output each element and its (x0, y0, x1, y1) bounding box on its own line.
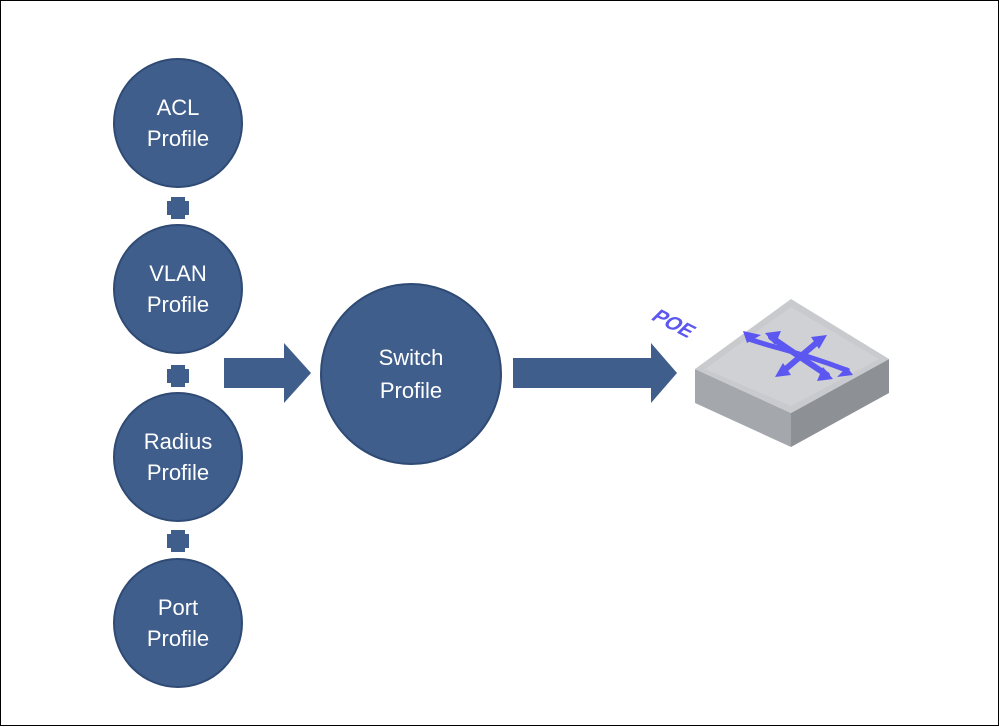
poe-switch-icon: POE (646, 299, 889, 447)
arrow-to-switch-profile (224, 343, 311, 403)
plus-icon (167, 530, 189, 552)
plus-icon (167, 197, 189, 219)
vlan-profile-node: VLAN Profile (113, 224, 243, 354)
switch-profile-node: Switch Profile (320, 283, 502, 465)
node-label-line1: ACL (156, 95, 200, 120)
poe-badge: POE (646, 306, 700, 342)
node-label-line2: Profile (146, 460, 210, 485)
acl-profile-node: ACL Profile (113, 58, 243, 188)
node-label-line2: Profile (146, 626, 210, 651)
node-label-line1: VLAN (149, 261, 207, 286)
node-label-line1: Radius (143, 429, 213, 454)
node-label-line2: Profile (146, 292, 210, 317)
node-label-line1: Switch (378, 345, 444, 370)
node-label-line1: Port (157, 595, 199, 620)
radius-profile-node: Radius Profile (113, 392, 243, 522)
arrow-to-switch-device (513, 343, 677, 403)
node-label-line2: Profile (379, 378, 443, 403)
plus-icon (167, 365, 189, 387)
node-label-line2: Profile (146, 126, 210, 151)
port-profile-node: Port Profile (113, 558, 243, 688)
